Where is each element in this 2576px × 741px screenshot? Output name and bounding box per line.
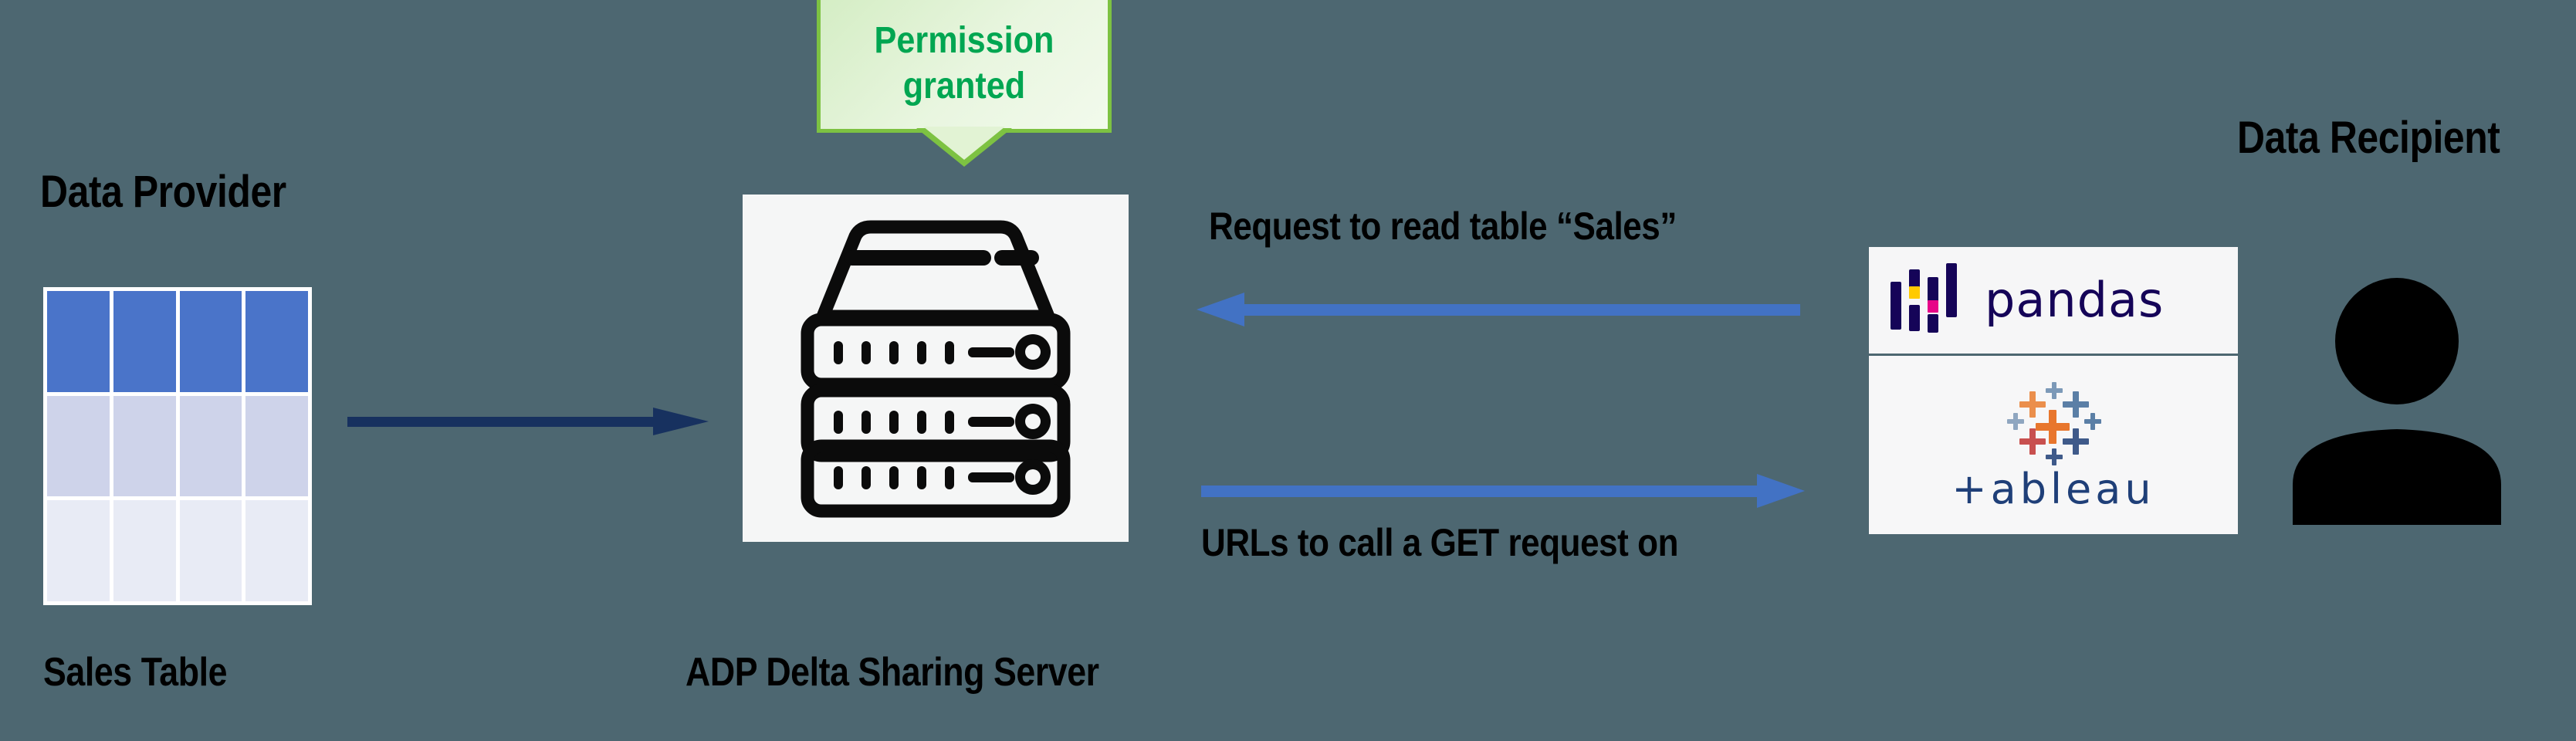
- callout-bubble: [817, 0, 1112, 133]
- data-recipient-title: Data Recipient: [2237, 113, 2500, 163]
- pandas-wordmark: pandas: [1985, 272, 2165, 328]
- pandas-mark-icon: [1891, 263, 1957, 333]
- sales-table-graphic: [43, 287, 312, 605]
- table-cell: [245, 291, 308, 392]
- server-caption: ADP Delta Sharing Server: [685, 650, 1099, 695]
- table-cell: [47, 395, 110, 497]
- pandas-logo: pandas: [1869, 247, 2238, 354]
- callout-text: Permission granted: [831, 0, 1097, 133]
- callout-line-2: granted: [902, 66, 1026, 107]
- table-row: [47, 291, 308, 392]
- table-cell: [245, 500, 308, 602]
- request-flow-label: Request to read table “Sales”: [1209, 205, 1677, 248]
- table-row: [47, 500, 308, 602]
- table-cell: [179, 500, 242, 602]
- server-card: [743, 195, 1129, 542]
- callout-tail-fill: [923, 127, 1005, 160]
- recipient-logo-stack: pandas: [1869, 247, 2238, 534]
- tableau-logo: +ableau: [1869, 356, 2238, 534]
- data-provider-title: Data Provider: [40, 167, 286, 217]
- callout-line-1: Permission: [874, 20, 1054, 62]
- person-icon: [2293, 278, 2501, 525]
- table-cell: [179, 395, 242, 497]
- table-cell: [47, 500, 110, 602]
- table-cell: [47, 291, 110, 392]
- tableau-mark-icon: [2007, 381, 2101, 465]
- sales-table-caption: Sales Table: [43, 650, 228, 695]
- table-cell: [245, 395, 308, 497]
- permission-callout: Permission granted: [817, 0, 1112, 167]
- arrow-left-icon-request: [1197, 293, 1800, 327]
- arrow-right-icon-provider-to-server: [347, 408, 709, 435]
- table-cell: [179, 291, 242, 392]
- table-row: [47, 395, 308, 497]
- table-cell: [113, 500, 176, 602]
- table-cell: [113, 395, 176, 497]
- arrow-right-icon-urls: [1201, 474, 1805, 508]
- urls-flow-label: URLs to call a GET request on: [1201, 521, 1679, 564]
- server-rack-icon: [801, 220, 1071, 518]
- table-cell: [113, 291, 176, 392]
- tableau-wordmark: +ableau: [1951, 464, 2155, 513]
